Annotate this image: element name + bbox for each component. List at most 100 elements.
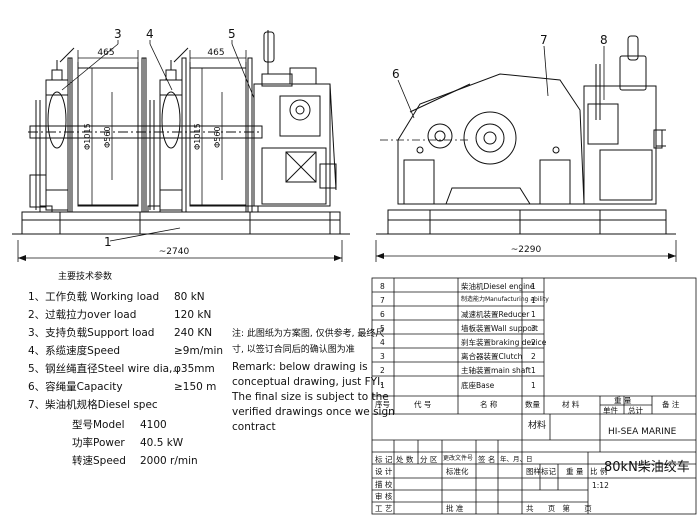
part-qty: 1 [531,381,536,390]
spec-row-value: 80 kN [174,291,205,303]
tb-sign: 签 名 [478,455,496,464]
right-dimension-lines [375,139,677,262]
header-no: 序号 [375,400,390,409]
note-en-line: contract [232,421,276,433]
header-code: 代 号 [414,400,432,409]
part-qty: 1 [531,296,536,305]
callout-3: 3 [114,27,122,41]
tb-date: 年、月、日 [500,455,533,463]
tb-design: 设 计 [375,467,393,476]
header-single-weight: 单件 [603,406,618,415]
company-name: HI-SEA MARINE [608,427,677,437]
callout-4: 4 [146,27,154,41]
parts-table-grid [371,277,697,515]
part-qty: 2 [531,352,536,361]
right-base-frame [376,209,676,235]
part-name: 制造能力Manufacturing ability [461,296,549,303]
diesel-label: 功率Power [72,437,125,449]
diesel-value: 2000 r/min [140,455,198,467]
part-no: 4 [380,338,385,347]
spec-row-label: 6、容绳量Capacity [28,381,123,393]
part-no: 5 [380,324,385,333]
part-name: 墙板装置Wall support [461,324,538,333]
part-qty: 1 [531,310,536,319]
tb-process: 工 艺 [375,504,393,513]
dim-drum-dia-1: Φ1015 [83,123,92,150]
note-cn-line-2: 寸, 以签订合同后的确认图为准 [232,345,355,355]
tb-change-doc: 更改文件号 [443,455,474,462]
header-remark: 备 注 [662,400,680,409]
tb-draw: 描 校 [375,480,393,489]
part-qty: 3 [531,324,536,333]
part-name: 底座Base [461,381,495,390]
header-material: 材 料 [562,400,580,409]
dim-drum-width-1: 465 [97,48,114,58]
tb-mark: 标 记 [375,455,393,464]
tb-scale-label: 比 例 [590,467,608,476]
left-gearbox [253,30,337,207]
part-no: 8 [380,282,385,291]
spec-row-label: 7、柴油机规格Diesel spec [28,399,158,411]
tb-stage-mark: 图样标记 [526,467,556,476]
tb-zone: 分 区 [420,455,438,464]
part-name: 主轴装置main shaft [461,366,531,375]
tb-approve: 批 准 [446,504,464,513]
spec-row-label: 4、系缆速度Speed [28,345,121,357]
left-drum-1 [67,57,147,213]
diesel-value: 40.5 kW [140,437,184,449]
tb-sheets: 共 页 第 页 [526,504,592,513]
spec-row-value: 120 kN [174,309,212,321]
dim-drum-dia-2: Φ560 [103,126,112,148]
right-wall-plate [397,73,585,205]
left-dimension-lines [17,50,343,262]
part-qty: 2 [531,338,536,347]
callout-6: 6 [392,67,400,81]
left-brake-column-2 [149,47,189,211]
right-callout-leaders [397,45,605,119]
callout-8: 8 [600,33,608,47]
part-name: 刹车装置braking device [461,338,547,347]
note-en-line: verified drawings once we sign [232,406,395,418]
part-no: 6 [380,310,385,319]
callout-5: 5 [228,27,236,41]
dim-drum-dia-3: Φ1015 [193,123,202,150]
part-qty: 1 [531,366,536,375]
diesel-label: 转速Speed [72,455,126,467]
dim-right-total: ~2290 [511,245,542,255]
tb-standard: 标准化 [446,467,469,476]
part-name: 柴油机Diesel engine [461,282,535,291]
dim-left-total: ~2740 [159,247,190,257]
header-weight: 重 量 [614,396,632,405]
specs-title: 主要技术参数 [58,272,113,282]
material-label: 材料 [528,421,547,431]
drawing-title: 80kN柴油绞车 [604,460,690,475]
header-total-weight: 总计 [628,406,643,415]
header-qty: 数量 [525,400,540,409]
left-brake-column-1 [29,47,75,211]
spec-row-label: 3、支持负载Support load [28,327,155,339]
spec-row-value: ≥150 m [174,381,217,393]
spec-row-value: ≥9m/min [174,345,224,357]
note-cn-line-1: 注: 此图纸为方案图, 仅供参考, 最终尺 [232,329,385,339]
callout-7: 7 [540,33,548,47]
spec-row-label: 1、工作负载 Working load [28,291,160,303]
right-diesel-engine [583,35,666,205]
left-main-shaft [29,125,263,139]
dimension-arrows [18,253,676,261]
tb-scale: 1:12 [592,481,609,490]
note-en-line: The final size is subject to the [232,391,389,403]
left-drum-2 [181,57,253,213]
note-en-line: Remark: below drawing is [232,361,368,373]
diesel-value: 4100 [140,419,167,431]
spec-row-value: 240 KN [174,327,213,339]
part-no: 1 [380,381,385,390]
part-no: 2 [380,366,385,375]
tb-check: 审 核 [375,492,393,501]
part-name: 离合器装置Clutch [461,352,523,361]
left-callout-leaders [61,40,255,242]
tb-count: 处 数 [396,455,414,464]
callout-1: 1 [104,235,112,249]
tb-weight: 重 量 [566,467,584,476]
spec-row-label: 5、钢丝绳直径Steel wire dia,. [28,363,176,375]
